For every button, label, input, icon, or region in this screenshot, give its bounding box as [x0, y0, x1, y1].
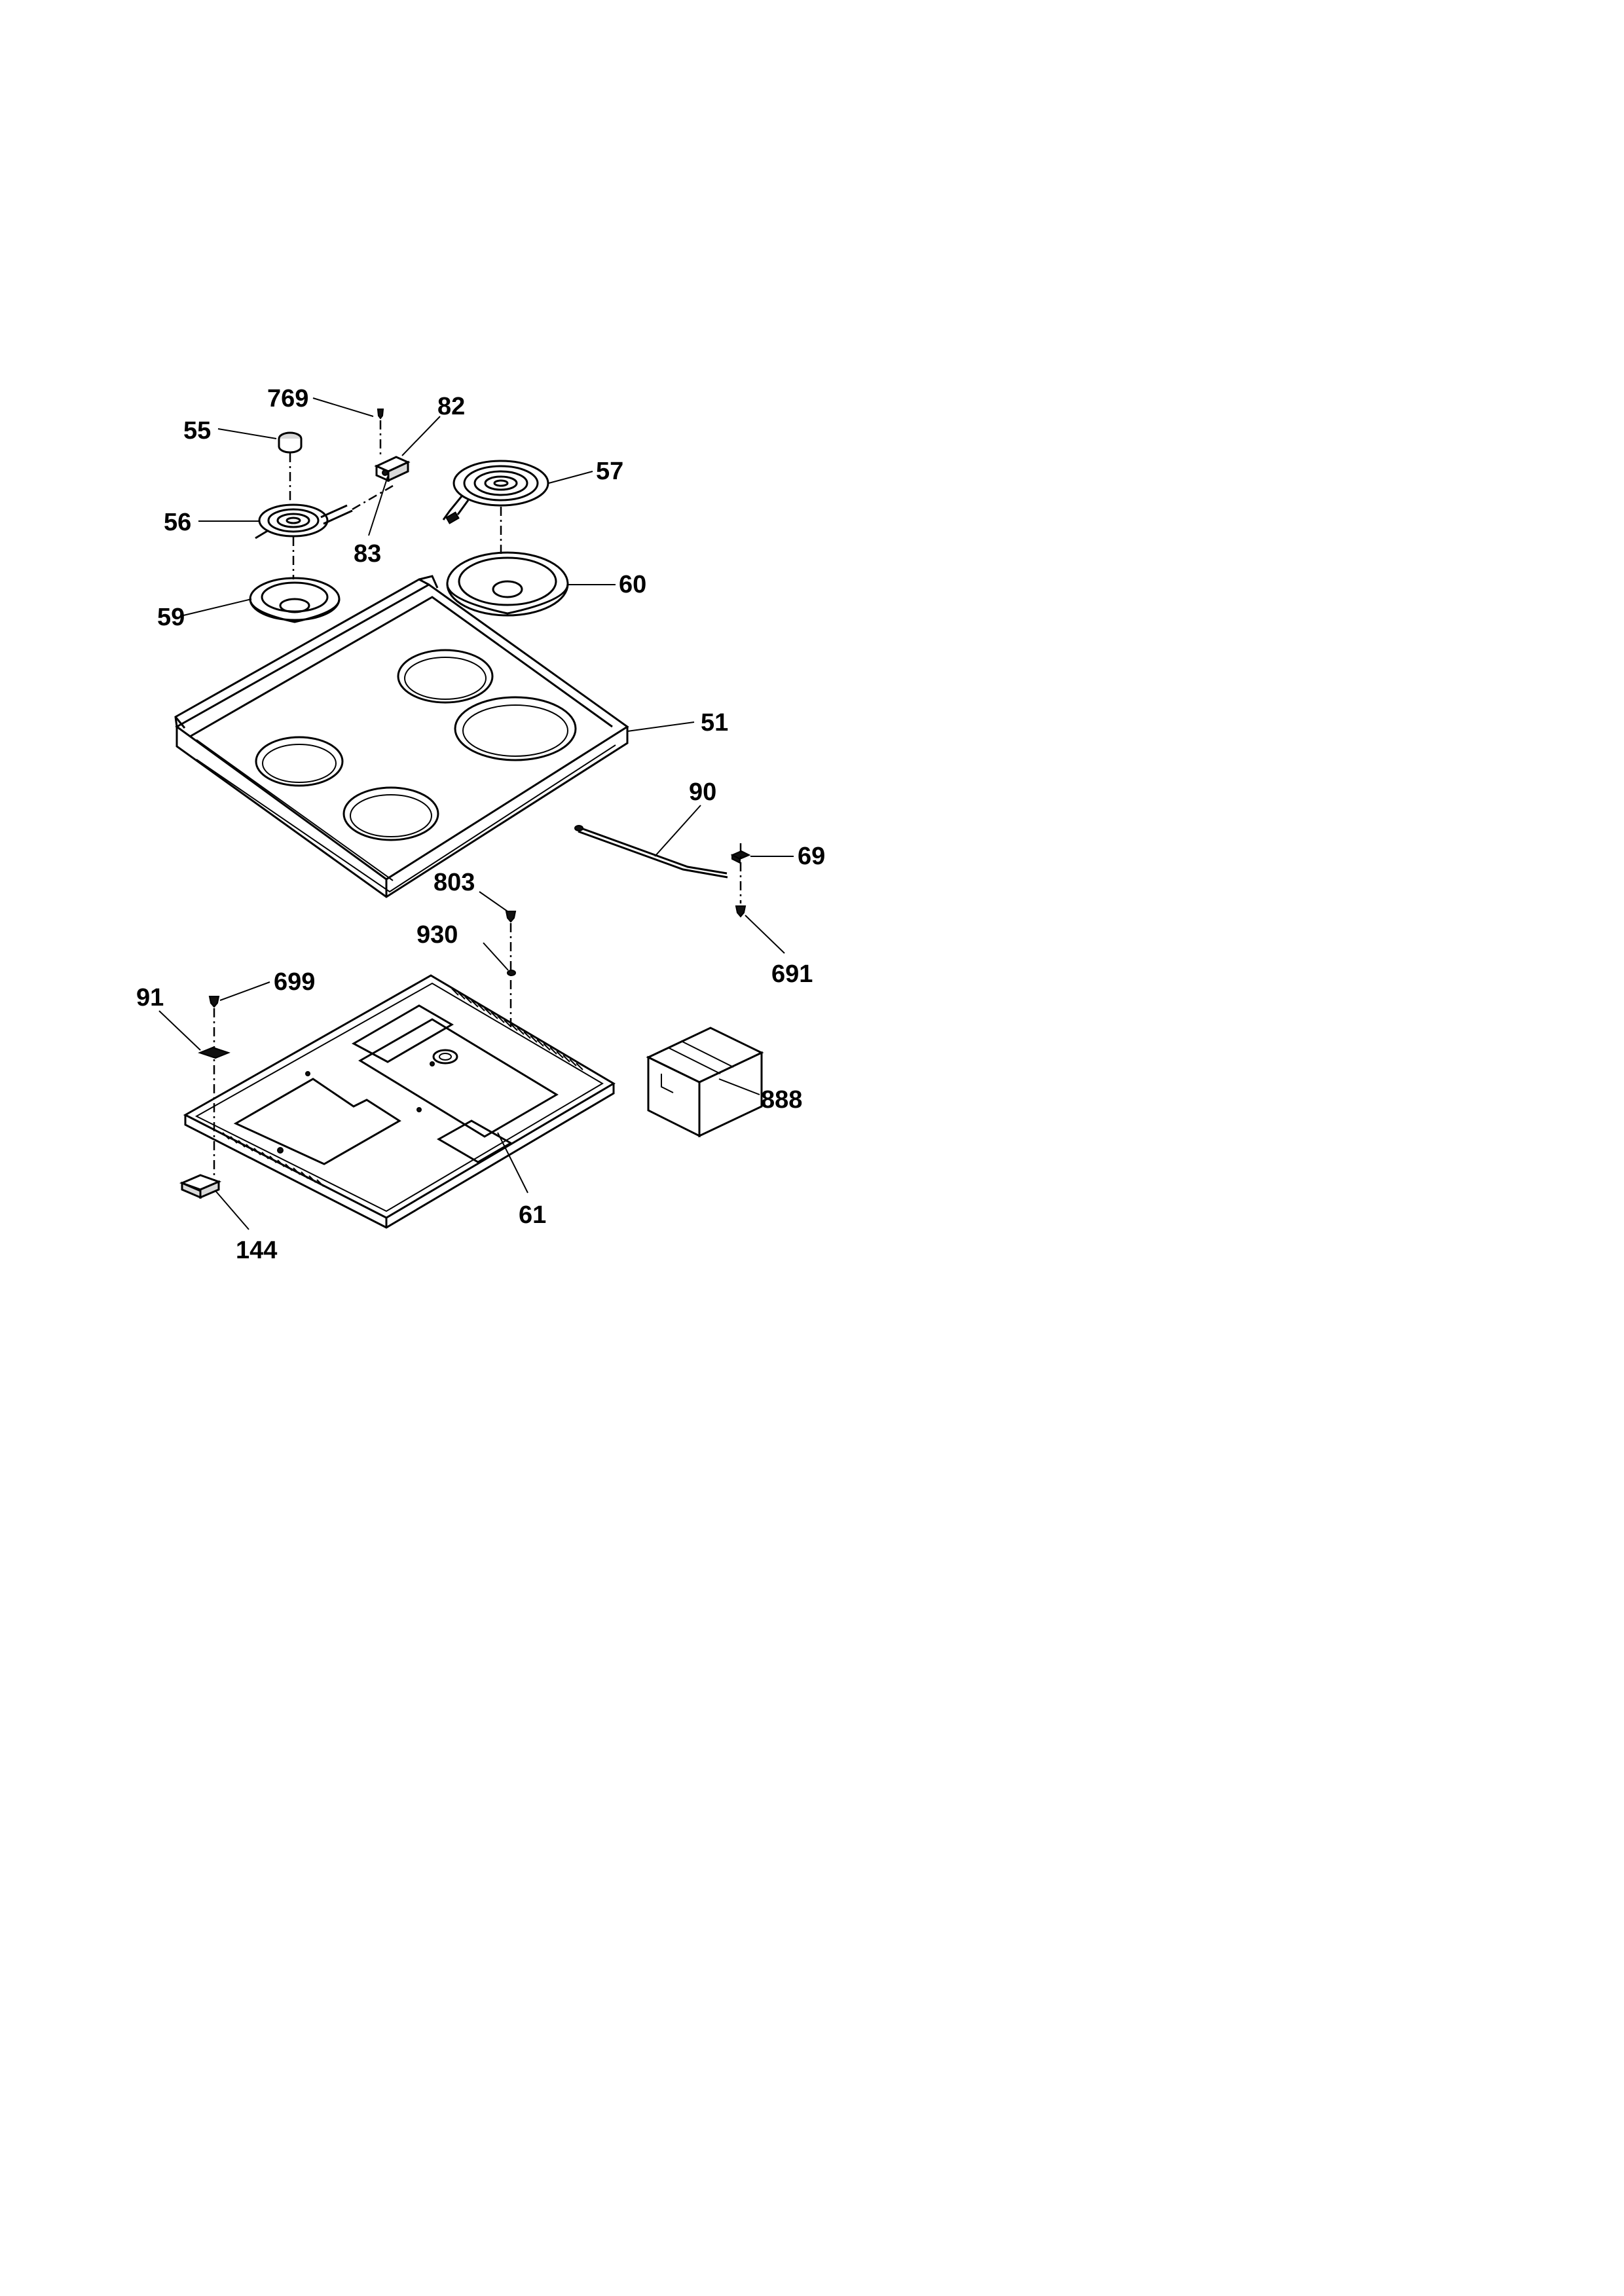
- part-691-screw: [735, 905, 747, 918]
- label-803: 803: [434, 869, 475, 896]
- label-82: 82: [437, 393, 465, 420]
- label-90: 90: [689, 778, 716, 806]
- axis-56-83: [352, 484, 394, 511]
- label-69: 69: [798, 843, 825, 870]
- part-69-clip: [730, 850, 751, 864]
- cooktop-hole-front-right: [342, 786, 439, 841]
- label-57: 57: [596, 458, 623, 485]
- part-51-cooktop: [174, 575, 629, 898]
- label-51: 51: [701, 709, 728, 737]
- label-930: 930: [416, 921, 458, 949]
- part-60-large-drip-pan: [446, 551, 569, 617]
- cooktop-hole-front-left: [255, 736, 344, 787]
- label-55: 55: [183, 417, 211, 445]
- part-55-cap: [278, 431, 303, 454]
- label-699: 699: [274, 968, 315, 996]
- label-59: 59: [157, 604, 185, 631]
- part-769-screw: [377, 409, 384, 420]
- leader-lines: [158, 397, 794, 1230]
- cooktop-hole-rear-left: [397, 649, 494, 704]
- part-90-rod: [574, 825, 728, 879]
- label-91: 91: [136, 984, 164, 1011]
- part-82-terminal-block: [374, 456, 411, 483]
- label-60: 60: [619, 571, 646, 598]
- part-699-screw: [208, 996, 220, 1008]
- part-144-bracket: [179, 1174, 222, 1199]
- part-91-clip: [198, 1046, 231, 1059]
- label-691: 691: [771, 960, 813, 988]
- label-888: 888: [761, 1086, 802, 1114]
- part-888-box: [646, 1027, 764, 1138]
- label-144: 144: [236, 1237, 277, 1264]
- part-57-large-element: [442, 460, 549, 524]
- label-56: 56: [164, 509, 191, 536]
- label-769: 769: [267, 385, 308, 412]
- part-59-small-drip-pan: [249, 577, 341, 623]
- part-930-washer: [507, 970, 516, 976]
- label-83: 83: [354, 540, 381, 568]
- part-61-burner-box: [183, 974, 616, 1229]
- part-56-small-element: [255, 503, 353, 539]
- part-803-screw: [505, 911, 517, 923]
- callout-labels: 769 82 55 56 83 57 59 60 51 90 69 803 93…: [136, 385, 825, 1264]
- cooktop-hole-rear-right: [454, 696, 577, 761]
- label-61: 61: [519, 1201, 546, 1229]
